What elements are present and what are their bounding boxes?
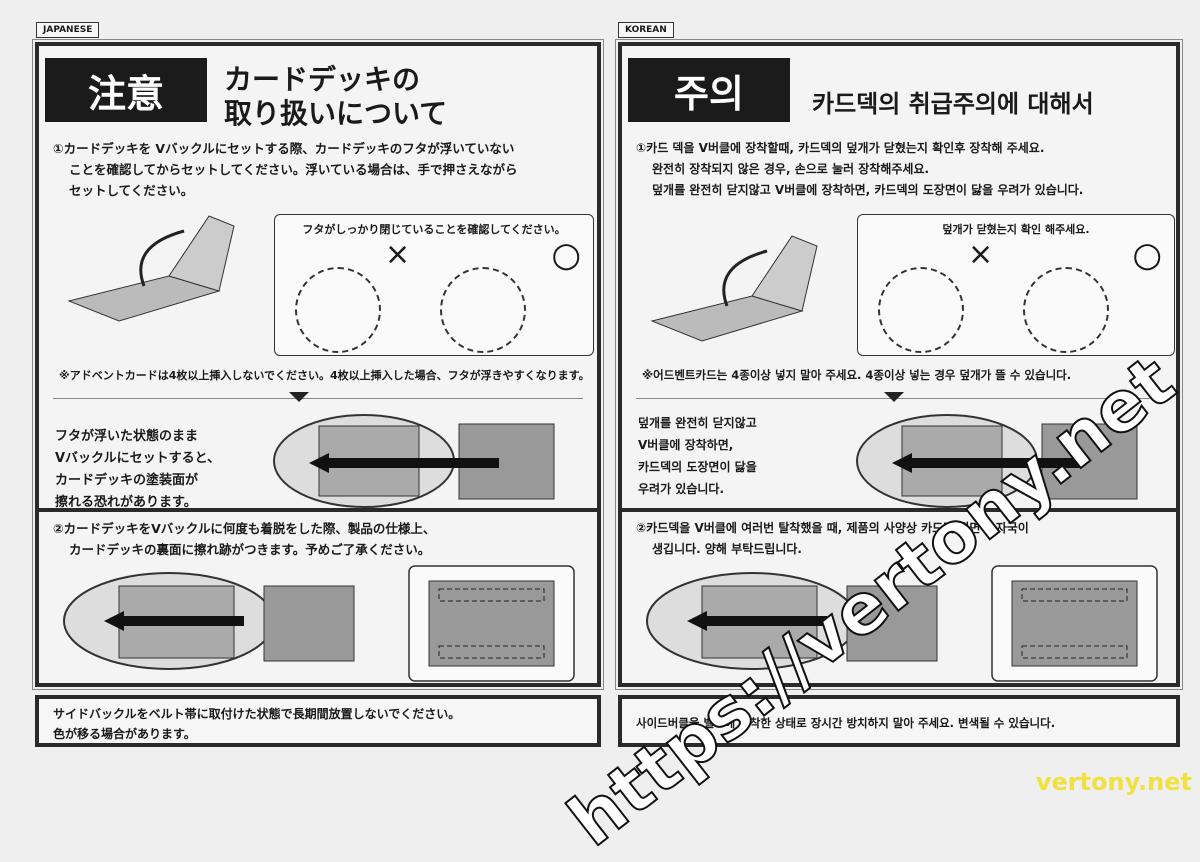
divider — [53, 398, 583, 399]
item2-line: 생깁니다. 양해 부탁드립니다. — [652, 542, 802, 556]
item1-line: ①카드 덱을 V버클에 장착할때, 카드덱의 덮개가 닫혔는지 확인후 장착해 … — [636, 141, 1045, 155]
item2-line: ②カードデッキをVバックルに何度も着脱をした際、製品の仕様上、 — [53, 521, 436, 536]
advent-card-note: ※アドベントカードは4枚以上挿入しないでください。4枚以上挿入した場合、フタが浮… — [59, 369, 590, 382]
page-title: 카드덱의 취급주의에 대해서 — [812, 90, 1094, 118]
warning-line: 우려가 있습니다. — [638, 482, 725, 496]
warning-line: 덮개를 완전히 닫지않고 — [638, 416, 757, 430]
buckle-removal-illustration — [646, 565, 1158, 682]
item2-line: ②카드덱을 V버클에 여러번 탈착했을 때, 제품의 사양상 카드덱 뒷면에 자… — [636, 521, 1029, 535]
korean-panel: 주의 카드덱의 취급주의에 대해서 ①카드 덱을 V버클에 장착할때, 카드덱의… — [615, 39, 1183, 690]
bottom-note-line: 色が移る場合があります。 — [53, 727, 196, 741]
section-divider — [35, 508, 601, 512]
lid-closed-detail — [1023, 267, 1109, 353]
warning-line: カードデッキの塗装面が — [55, 473, 199, 488]
caution-badge: 注意 — [45, 58, 207, 122]
page-title-line1: カードデッキの — [224, 63, 421, 96]
bottom-note-line: 사이드버클을 밸트에 장착한 상태로 장시간 방치하지 말아 주세요. 변색될 … — [636, 716, 1056, 730]
section-divider — [618, 508, 1180, 512]
caution-badge: 주의 — [628, 58, 790, 122]
japanese-panel: 注意 カードデッキの 取り扱いについて ①カードデッキを Vバックルにセットする… — [32, 39, 604, 690]
down-arrow-icon — [289, 392, 309, 402]
language-tab-japanese: JAPANESE — [36, 22, 100, 38]
language-tab-korean: KOREAN — [618, 22, 674, 38]
buckle-removal-illustration — [63, 565, 575, 682]
lid-open-detail — [878, 267, 964, 353]
buckle-insert-illustration — [856, 414, 1138, 508]
correct-mark-icon: ○ — [551, 235, 581, 275]
bottom-note-line: サイドバックルをベルト帯に取付けた状態で長期間放置しないでください。 — [53, 707, 461, 721]
item1-line: 완전히 장착되지 않은 경우, 손으로 눌러 장착해주세요. — [652, 162, 930, 176]
check-callout: 덮개가 닫혔는지 확인 해주세요. × ○ — [857, 214, 1175, 356]
lid-open-detail — [295, 267, 381, 353]
item2-line: カードデッキの裏面に擦れ跡がつきます。予めご了承ください。 — [69, 542, 431, 557]
advent-card-note: ※어드벤트카드는 4종이상 넣지 말아 주세요. 4종이상 넣는 경우 덮개가 … — [642, 368, 1072, 382]
page-title-line2: 取り扱いについて — [224, 97, 448, 130]
item1-line: ことを確認してからセットしてください。浮いている場合は、手で押さえながら — [69, 162, 518, 177]
callout-text: フタがしっかり閉じていることを確認してください。 — [302, 223, 566, 236]
watermark-corner: vertony.net — [1035, 768, 1192, 796]
wrong-mark-icon: × — [968, 237, 994, 272]
warning-line: 擦れる恐れがあります。 — [55, 495, 197, 510]
check-callout: フタがしっかり閉じていることを確認してください。 × ○ — [274, 214, 594, 356]
korean-bottom-note: 사이드버클을 밸트에 장착한 상태로 장시간 방치하지 말아 주세요. 변색될 … — [618, 695, 1180, 747]
item1-line: セットしてください。 — [69, 183, 194, 198]
warning-line: Vバックルにセットすると、 — [55, 451, 221, 466]
callout-text: 덮개가 닫혔는지 확인 해주세요. — [942, 223, 1090, 236]
warning-line: フタが浮いた状態のまま — [55, 429, 199, 444]
wrong-mark-icon: × — [385, 237, 411, 272]
down-arrow-icon — [884, 392, 904, 402]
lid-closed-detail — [440, 267, 526, 353]
correct-mark-icon: ○ — [1132, 235, 1162, 275]
item1-line: 덮개를 완전히 닫지않고 V버클에 장착하면, 카드덱의 도장면이 닳을 우려가… — [652, 183, 1084, 197]
card-deck-illustration — [650, 235, 818, 342]
card-deck-illustration — [67, 215, 235, 322]
warning-line: 카드덱의 도장면이 닳을 — [638, 460, 757, 474]
buckle-insert-illustration — [273, 414, 555, 508]
warning-line: V버클에 장착하면, — [638, 438, 734, 452]
japanese-bottom-note: サイドバックルをベルト帯に取付けた状態で長期間放置しないでください。 色が移る場… — [35, 695, 601, 747]
item1-line: ①カードデッキを Vバックルにセットする際、カードデッキのフタが浮いていない — [53, 141, 515, 156]
